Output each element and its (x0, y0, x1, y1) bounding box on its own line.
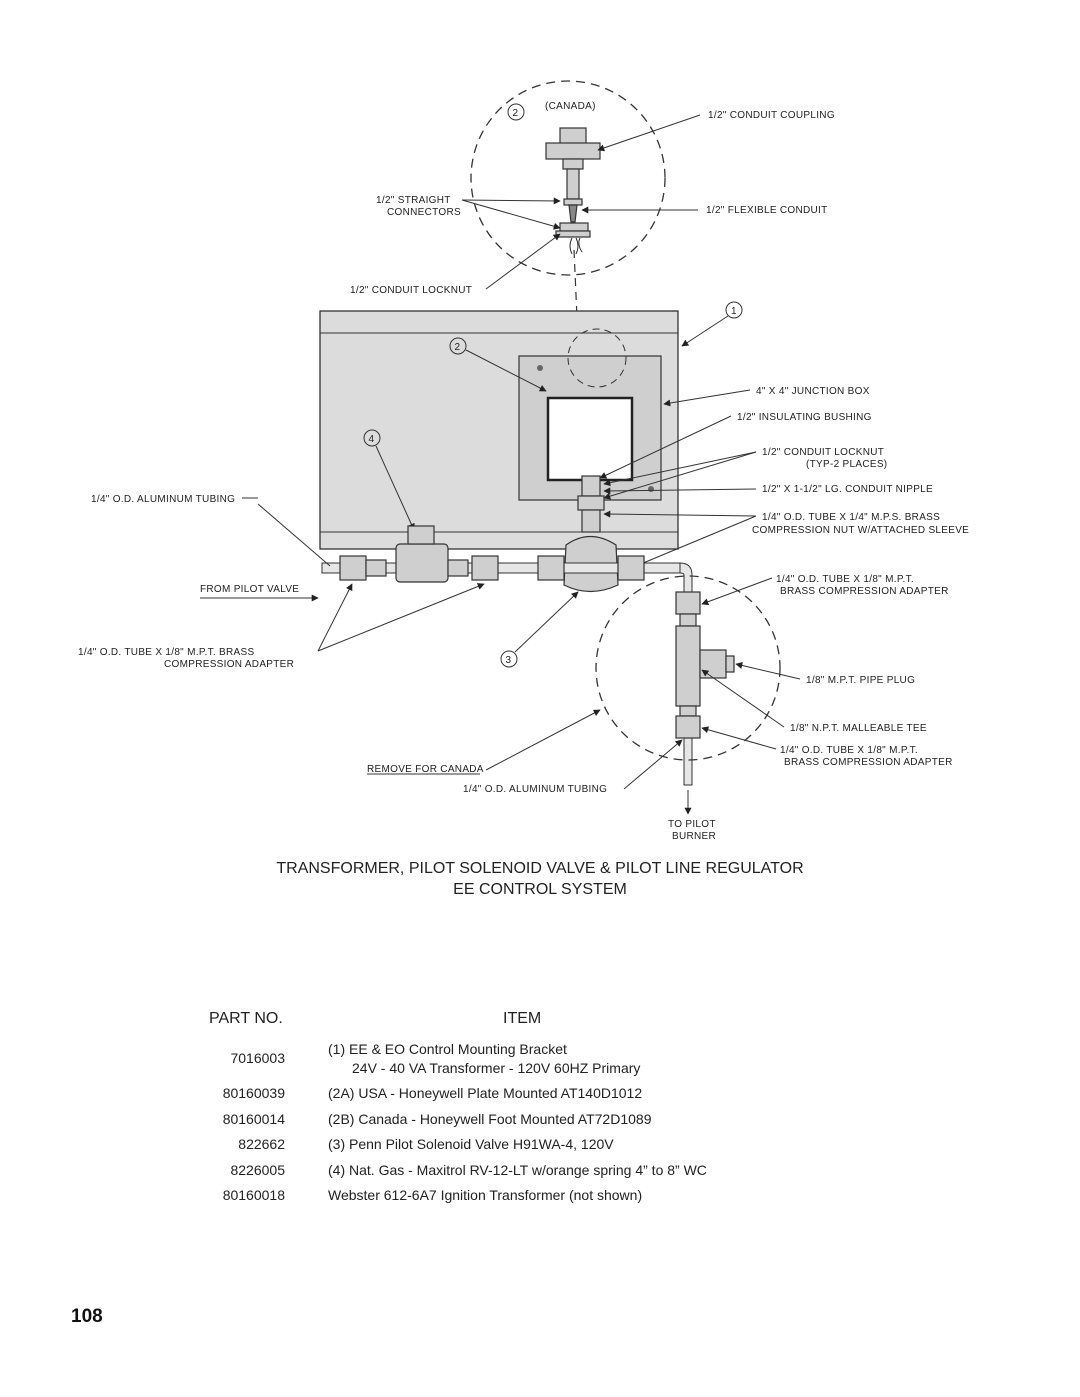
callout-3 (500, 650, 518, 668)
aluminum-tubing-bottom-label: 1/4" O.D. ALUMINUM TUBING (463, 784, 607, 795)
bottom-detail-circle (595, 575, 781, 761)
conduit-nipple-label: 1/2" X 1-1/2" LG. CONDUIT NIPPLE (762, 484, 933, 495)
brass-adapter-right-top-label-2: BRASS COMPRESSION ADAPTER (780, 586, 949, 597)
table-row: 822662 (3) Penn Pilot Solenoid Valve H91… (0, 1136, 1080, 1160)
diagram-caption-line1: TRANSFORMER, PILOT SOLENOID VALVE & PILO… (276, 860, 804, 877)
straight-connectors-label-2: CONNECTORS (387, 207, 461, 218)
canada-label: (CANADA) (545, 101, 596, 112)
compression-nut-label-2: COMPRESSION NUT W/ATTACHED SLEEVE (752, 525, 969, 536)
from-pilot-valve-label: FROM PILOT VALVE (200, 584, 299, 595)
part-number: 80160018 (222, 1187, 285, 1203)
conduit-coupling-label: 1/2" CONDUIT COUPLING (708, 110, 835, 121)
to-pilot-label-2: BURNER (672, 831, 716, 842)
brass-adapter-left-label: 1/4" O.D. TUBE X 1/8" M.P.T. BRASS (78, 647, 254, 658)
to-pilot-label: TO PILOT (668, 819, 716, 830)
brass-adapter-right-bot-label-2: BRASS COMPRESSION ADAPTER (784, 757, 953, 768)
conduit-locknut-right-label-2: (TYP-2 PLACES) (806, 459, 887, 470)
item-header: ITEM (503, 1010, 542, 1027)
conduit-locknut-right-label: 1/2" CONDUIT LOCKNUT (762, 447, 884, 458)
page-number: 108 (71, 1306, 103, 1327)
malleable-tee-assembly (675, 591, 735, 739)
conduit-coupling-assembly (545, 127, 601, 238)
aluminum-tubing-left-label: 1/4" O.D. ALUMINUM TUBING (91, 494, 235, 505)
table-row: 80160018 Webster 612-6A7 Ignition Transf… (0, 1187, 1080, 1211)
item-description: (3) Penn Pilot Solenoid Valve H91WA-4, 1… (328, 1136, 614, 1152)
brass-adapter-right-top-label: 1/4" O.D. TUBE X 1/8" M.P.T. (776, 574, 914, 585)
part-number: 80160039 (222, 1085, 285, 1101)
item-description: (1) EE & EO Control Mounting Bracket (328, 1041, 567, 1057)
callout-4 (363, 429, 381, 447)
callout-3-text: 3 (506, 655, 512, 666)
insulating-bushing-label: 1/2" INSULATING BUSHING (737, 412, 872, 423)
control-system-diagram: 2 (CANADA) 1/2" CONDUIT COUPLING 1/2" ST… (78, 80, 969, 842)
callout-2-bracket-text: 2 (455, 342, 461, 353)
conduit-locknut-top-label: 1/2" CONDUIT LOCKNUT (350, 285, 472, 296)
item-description: Webster 612-6A7 Ignition Transformer (no… (328, 1187, 643, 1203)
table-row: 7016003 (1) EE & EO Control Mounting Bra… (0, 1041, 1080, 1076)
part-number: 7016003 (230, 1050, 285, 1066)
table-row: 80160014 (2B) Canada - Honeywell Foot Mo… (0, 1111, 1080, 1135)
item-description-line2: 24V - 40 VA Transformer - 120V 60HZ Prim… (352, 1060, 641, 1076)
item-description: (2B) Canada - Honeywell Foot Mounted AT7… (328, 1111, 652, 1127)
part-number: 8226005 (230, 1162, 285, 1178)
compression-nut-label: 1/4" O.D. TUBE X 1/4" M.P.S. BRASS (762, 512, 940, 523)
junction-box-label: 4" X 4" JUNCTION BOX (756, 386, 870, 397)
brass-adapter-right-bot-label: 1/4" O.D. TUBE X 1/8" M.P.T. (780, 745, 918, 756)
top-detail-circle (470, 80, 666, 276)
part-number: 822662 (238, 1136, 285, 1152)
table-row: 80160039 (2A) USA - Honeywell Plate Moun… (0, 1085, 1080, 1109)
diagram-caption-line2: EE CONTROL SYSTEM (453, 881, 627, 898)
pipe-plug-label: 1/8" M.P.T. PIPE PLUG (806, 675, 915, 686)
brass-adapter-left-label-2: COMPRESSION ADAPTER (164, 659, 294, 670)
remove-for-canada-label: REMOVE FOR CANADA (367, 764, 484, 775)
table-row: 8226005 (4) Nat. Gas - Maxitrol RV-12-LT… (0, 1162, 1080, 1186)
callout-1 (725, 301, 743, 319)
flexible-conduit-label: 1/2" FLEXIBLE CONDUIT (706, 205, 828, 216)
callout-4-text: 4 (369, 434, 375, 445)
malleable-tee-label: 1/8" N.P.T. MALLEABLE TEE (790, 723, 927, 734)
callout-2-bracket (449, 337, 467, 355)
part-no-header: PART NO. (209, 1010, 283, 1027)
part-number: 80160014 (222, 1111, 285, 1127)
item-description: (2A) USA - Honeywell Plate Mounted AT140… (328, 1085, 643, 1101)
callout-1-text: 1 (731, 306, 737, 317)
straight-connectors-label: 1/2" STRAIGHT (376, 195, 451, 206)
callout-2-top (507, 103, 525, 121)
item-description: (4) Nat. Gas - Maxitrol RV-12-LT w/orang… (328, 1162, 707, 1178)
callout-2-top-text: 2 (513, 108, 519, 119)
line-regulator (339, 525, 645, 583)
